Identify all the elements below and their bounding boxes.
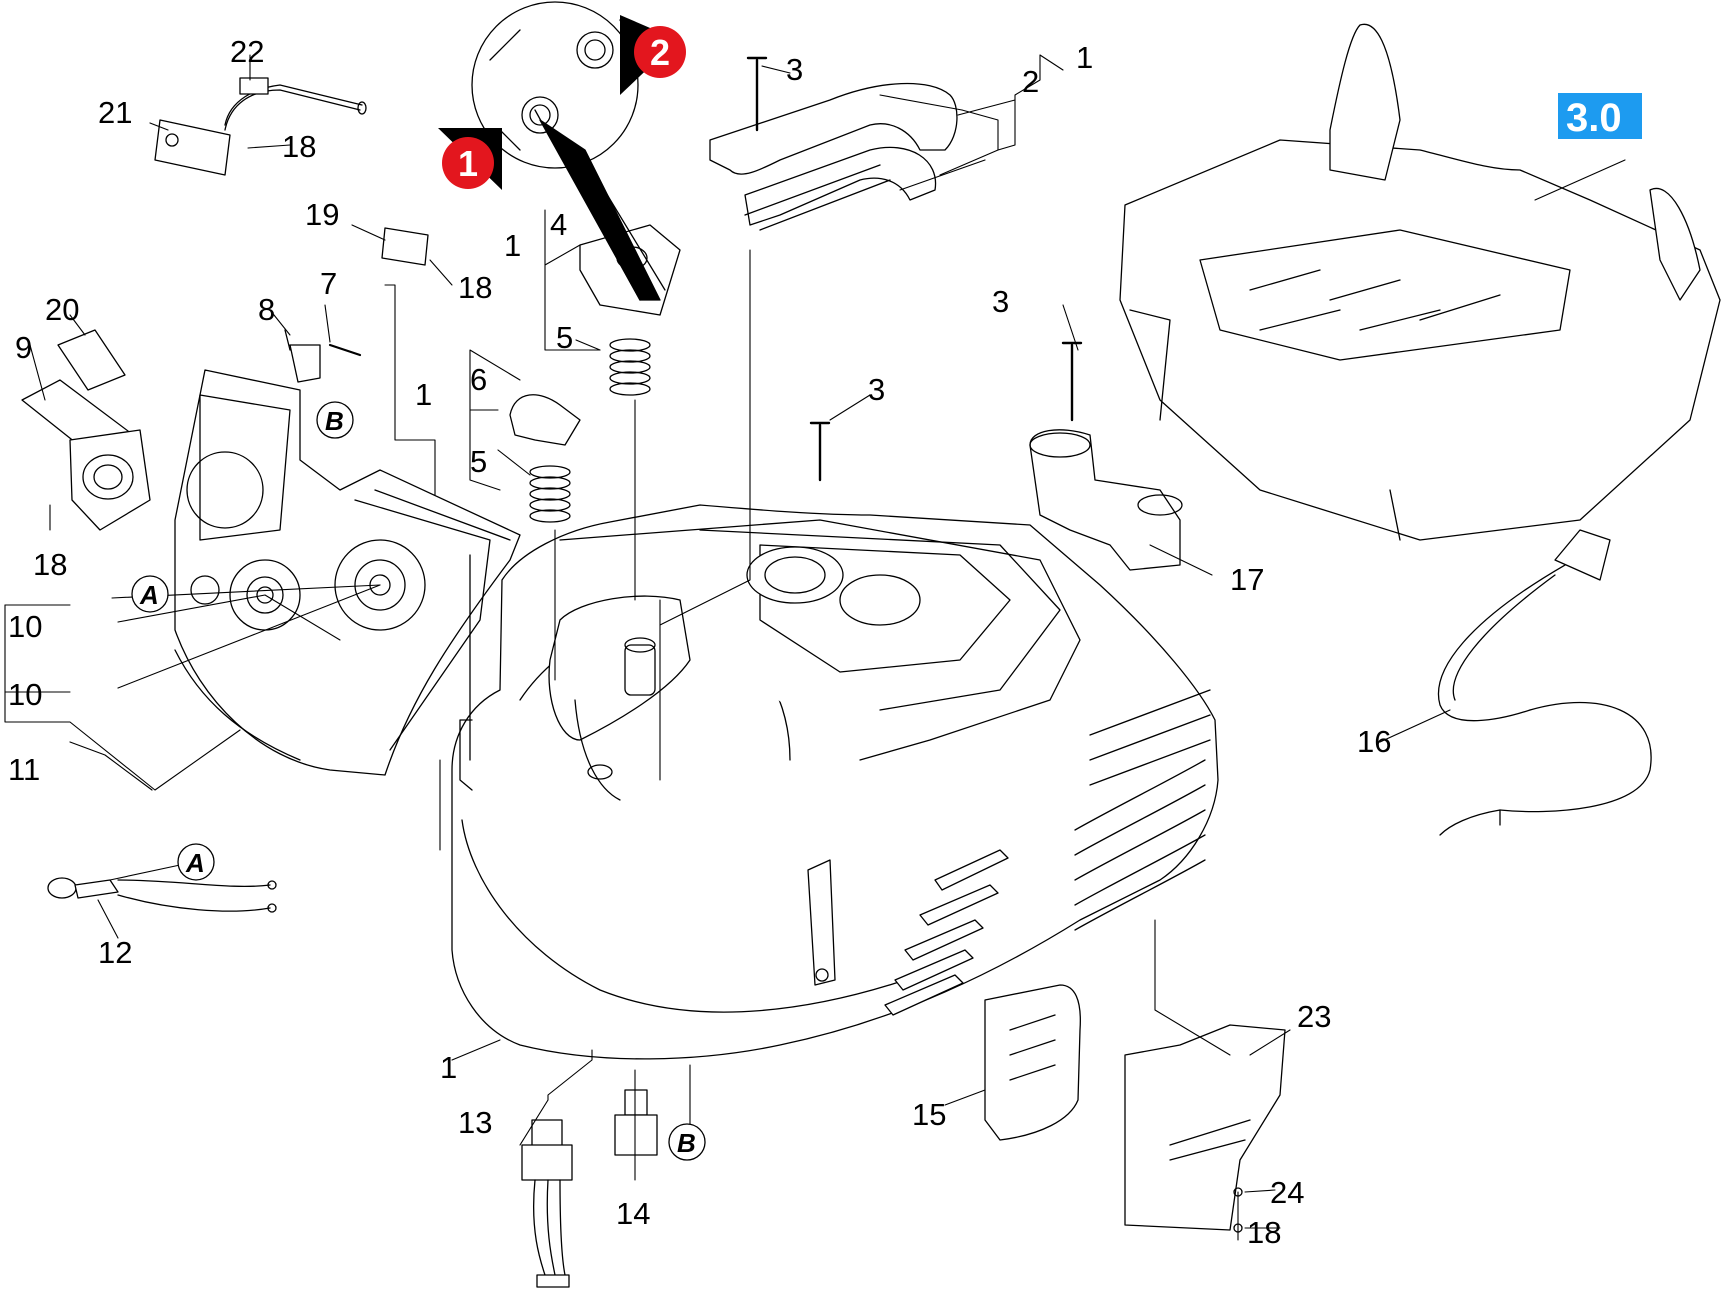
part-label-14: 14 (616, 1196, 650, 1231)
spring-5-lower (530, 466, 570, 522)
detail-inset (472, 2, 665, 300)
group-badge-label: 3.0 (1566, 96, 1622, 140)
part-label-24: 24 (1270, 1175, 1304, 1210)
part-label-1: 1 (504, 228, 521, 263)
part-label-9: 9 (15, 330, 32, 365)
part-label-20: 20 (45, 292, 79, 327)
hose-holder (1030, 430, 1182, 570)
part-label-18: 18 (1247, 1215, 1281, 1250)
part-label-15: 15 (912, 1097, 946, 1132)
part-label-11: 11 (8, 752, 40, 787)
part-label-1: 1 (415, 377, 432, 412)
part-label-10: 10 (8, 677, 42, 712)
wire-harness (48, 878, 276, 912)
screws-3 (748, 58, 1081, 480)
callout-1: 1 (458, 143, 478, 184)
connector-13 (522, 1120, 572, 1287)
part-label-19: 19 (305, 197, 339, 232)
part-label-1: 1 (1076, 40, 1093, 75)
screw-7 (330, 345, 360, 355)
label-sticker-20 (58, 330, 125, 390)
part-label-3: 3 (786, 52, 803, 87)
part-label-21: 21 (98, 95, 132, 130)
part-label-18: 18 (282, 129, 316, 164)
power-cord (1439, 530, 1652, 835)
part-label-17: 17 (1230, 562, 1264, 597)
connector-marker-a: A (185, 848, 205, 878)
part-label-16: 16 (1357, 724, 1391, 759)
part-labels: 1 2 3 3 3 4 1 5 6 1 5 7 8 9 10 10 11 12 … (8, 34, 1391, 1250)
part-label-1: 1 (440, 1050, 457, 1085)
part-label-23: 23 (1297, 999, 1331, 1034)
part-label-12: 12 (98, 935, 132, 970)
callout-2: 2 (650, 32, 670, 73)
part-label-3: 3 (992, 284, 1009, 319)
part-label-22: 22 (230, 34, 264, 69)
part-label-5: 5 (470, 444, 487, 479)
part-label-18: 18 (458, 270, 492, 305)
part-label-13: 13 (458, 1105, 492, 1140)
plate-19 (382, 228, 428, 265)
group-badge: 3.0 (1558, 93, 1642, 140)
switch-8 (290, 345, 320, 382)
cord-tray (1120, 24, 1720, 540)
leader-lines (5, 55, 1625, 1240)
connector-14 (615, 1090, 657, 1155)
plate-21 (155, 120, 230, 175)
socket-cover (22, 380, 150, 530)
carry-handle (710, 84, 957, 230)
callout-markers: 1 2 (438, 15, 686, 190)
connector-marker-a: A (139, 580, 159, 610)
front-grille-left (885, 850, 1008, 1015)
connector-marker-b: B (325, 406, 344, 436)
part-label-18: 18 (33, 547, 67, 582)
part-label-5: 5 (556, 320, 573, 355)
connector-marker-b: B (677, 1128, 696, 1158)
spring-5-upper (610, 339, 650, 395)
part-label-4: 4 (550, 207, 567, 242)
part-label-3: 3 (868, 372, 885, 407)
part-label-6: 6 (470, 362, 487, 397)
front-grille-right (1075, 690, 1210, 930)
control-panel (175, 370, 520, 775)
part-label-10: 10 (8, 609, 42, 644)
connector-markers: A A B B (132, 402, 705, 1160)
main-housing (452, 505, 1218, 1059)
part-label-2: 2 (1022, 64, 1039, 99)
cap-6 (510, 395, 580, 445)
mounting-bracket (1125, 1025, 1285, 1230)
part-label-8: 8 (258, 292, 275, 327)
part-label-7: 7 (320, 266, 337, 301)
cable-22 (225, 78, 366, 130)
side-cover (985, 985, 1080, 1140)
